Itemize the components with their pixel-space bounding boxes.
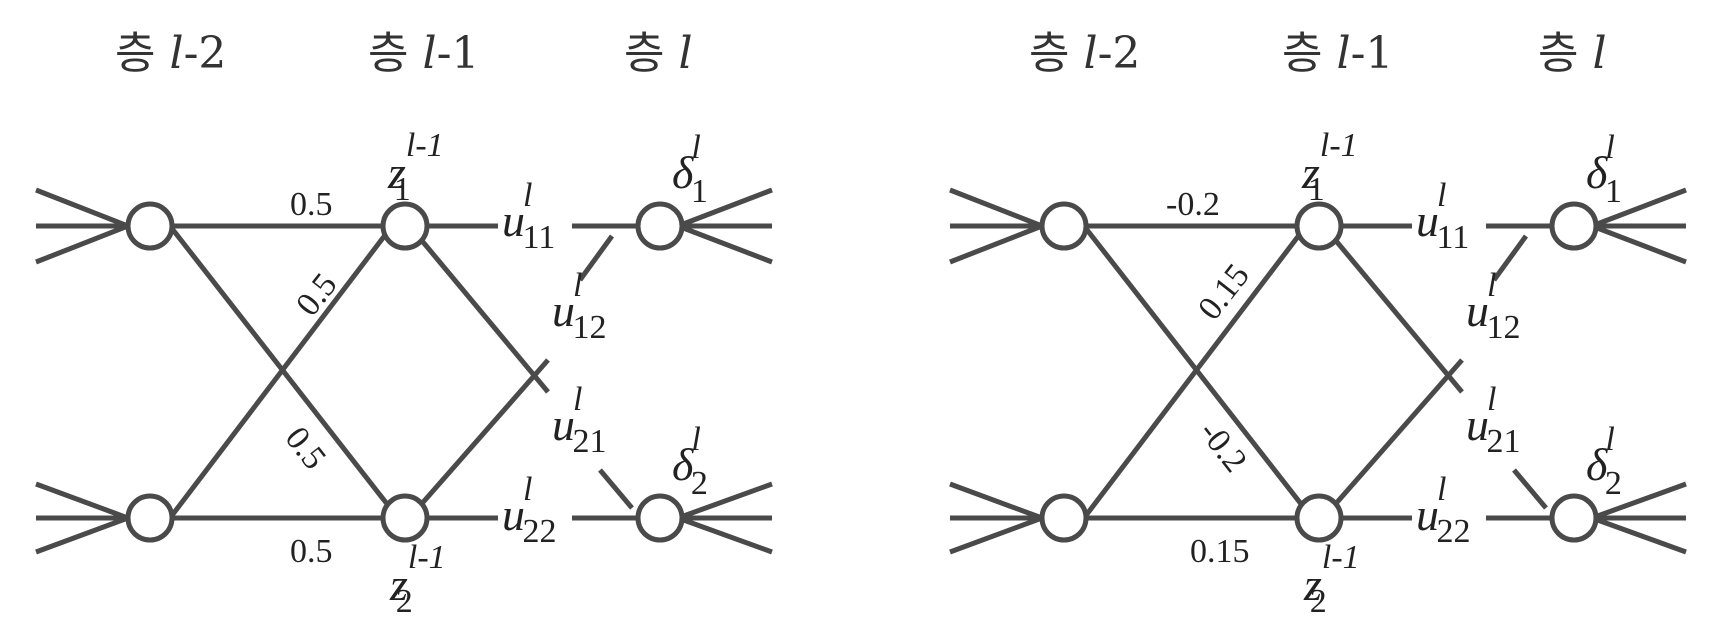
output-node-1 — [1549, 201, 1599, 251]
hidden-node-1 — [380, 201, 430, 251]
output-connections — [416, 223, 640, 521]
output-node-2 — [1549, 493, 1599, 543]
output-fan-edges — [1591, 187, 1687, 555]
output-node-2 — [635, 493, 685, 543]
weight-label-diag-down: -0.2 — [1192, 414, 1254, 479]
panel-right: 층 l-2 층 l-1 층 l — [949, 28, 1687, 620]
layer-header-l-2: 층 l-2 — [115, 28, 226, 79]
layer-header-l: 층 l — [624, 28, 693, 79]
input-node-1 — [125, 201, 175, 251]
input-edges — [949, 187, 1043, 555]
input-edges — [35, 187, 129, 555]
input-node-2 — [1039, 493, 1089, 543]
weight-label-bottom: 0.5 — [290, 533, 333, 570]
weight-label-diag-down: 0.5 — [278, 420, 333, 476]
weight-label-top: -0.2 — [1166, 186, 1220, 223]
input-node-1 — [1039, 201, 1089, 251]
layer-header-l-2: 층 l-2 — [1029, 28, 1140, 79]
input-node-2 — [125, 493, 175, 543]
output-connections — [1330, 223, 1554, 521]
output-fan-edges — [677, 187, 773, 555]
layer-header-l-1: 층 l-1 — [1282, 28, 1393, 79]
hidden-connections — [148, 223, 400, 521]
output-node-1 — [635, 201, 685, 251]
hidden-node-1 — [1294, 201, 1344, 251]
hidden-connections — [1062, 223, 1314, 521]
weight-label-top: 0.5 — [290, 186, 333, 223]
weight-label-bottom: 0.15 — [1190, 533, 1250, 570]
weight-label-diag-up: 0.5 — [289, 267, 344, 323]
weight-label-diag-up: 0.15 — [1191, 257, 1257, 327]
panel-left: 층 l-2 층 l-1 층 l — [35, 28, 773, 620]
layer-header-l: 층 l — [1538, 28, 1607, 79]
hidden-node-2 — [1294, 493, 1344, 543]
hidden-node-2 — [380, 493, 430, 543]
layer-header-l-1: 층 l-1 — [368, 28, 479, 79]
